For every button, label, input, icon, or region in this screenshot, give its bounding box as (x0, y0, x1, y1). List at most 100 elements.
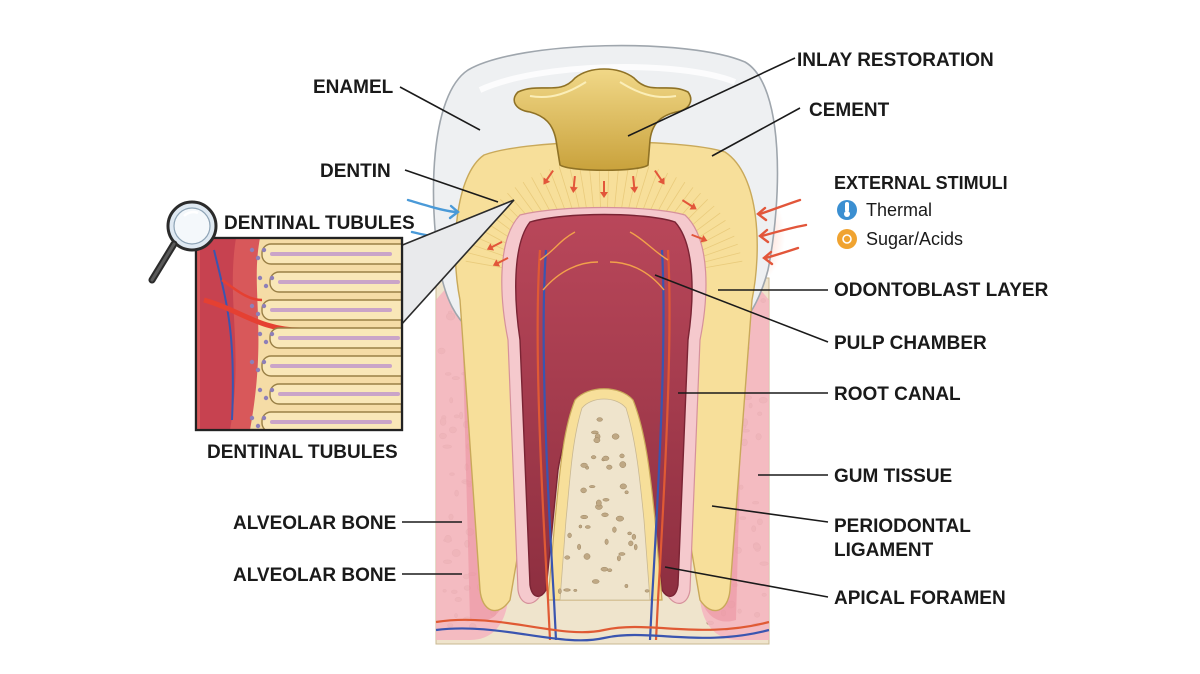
thermometer-icon (837, 200, 857, 220)
cell-dot (257, 331, 263, 337)
stimulus-arrow (543, 170, 554, 185)
bone-pore (591, 579, 600, 584)
magnifying-glass-icon (148, 200, 218, 284)
cell-dot (255, 255, 261, 261)
bone-pore (596, 417, 603, 422)
bone-pore (602, 498, 610, 502)
label-dentinal-tubules-top: DENTINAL TUBULES (224, 213, 415, 234)
bone-pore (644, 589, 650, 593)
cell-dot (249, 303, 255, 309)
cell-dot (255, 423, 261, 429)
root-canal-vessels (435, 231, 770, 642)
cell-dot (263, 283, 269, 289)
bone-pore (590, 455, 597, 460)
bone-pore (612, 526, 617, 533)
cell-dot (249, 415, 255, 421)
label-alveolar-bone-2: ALVEOLAR BONE (233, 565, 396, 586)
label-ligament: LIGAMENT (834, 540, 934, 561)
label-dentin: DENTIN (320, 161, 391, 182)
label-periodontal: PERIODONTAL (834, 516, 971, 537)
bone-pore (563, 588, 571, 592)
label-inlay-restoration: INLAY RESTORATION (797, 50, 994, 71)
stimulus-arrow (630, 175, 639, 193)
bone-pore (627, 531, 632, 536)
bone-pore (619, 483, 627, 490)
bone-pore (595, 499, 602, 507)
stimulus-arrow (569, 175, 578, 193)
label-external-stimuli: EXTERNAL STIMULI (834, 173, 1008, 193)
stimulus-arrow (492, 257, 509, 267)
bone-pore (583, 553, 591, 560)
stimulus-arrow (681, 199, 697, 210)
cell-dot (257, 387, 263, 393)
bone-pore (611, 433, 620, 440)
stimulus-arrow (600, 181, 608, 198)
label-pulp-chamber: PULP CHAMBER (834, 333, 987, 354)
stimulus-arrow (654, 170, 665, 185)
bone-pore (628, 540, 634, 547)
bone-pore (616, 555, 621, 562)
dentin-ray (558, 166, 574, 214)
candy-icon (837, 229, 857, 249)
bone-pore (577, 543, 582, 550)
bone-pore (618, 552, 626, 556)
bone-pore (573, 588, 578, 592)
bone-pore (604, 538, 609, 545)
label-apical-foramen: APICAL FORAMEN (834, 588, 1006, 609)
bone-pore (631, 533, 637, 540)
bone-pore (567, 532, 572, 539)
bone-pore (564, 555, 571, 560)
bone-pore (601, 512, 609, 517)
bone-pore (580, 514, 589, 520)
cell-dot (269, 387, 275, 393)
label-enamel: ENAMEL (313, 77, 394, 98)
cell-dot (255, 311, 261, 317)
cell-dot (249, 359, 255, 365)
bone-pore (591, 430, 599, 435)
stimulus-arrow (486, 241, 503, 251)
cell-dot (249, 247, 255, 253)
cell-dot (263, 395, 269, 401)
dentin-ray (640, 169, 659, 216)
label-odontoblast-layer: ODONTOBLAST LAYER (834, 280, 1049, 301)
stimulus-arrow (691, 233, 708, 243)
bone-pore (602, 455, 610, 461)
label-cement: CEMENT (809, 100, 890, 121)
label-sugar-acids: Sugar/Acids (866, 229, 963, 249)
label-gum-tissue: GUM TISSUE (834, 466, 952, 487)
bone-pore (600, 566, 609, 572)
label-dentinal-tubules-bottom: DENTINAL TUBULES (207, 442, 398, 463)
label-alveolar-bone-1: ALVEOLAR BONE (233, 513, 396, 534)
cell-dot (261, 359, 267, 365)
cell-dot (269, 275, 275, 281)
dentinal-tubules-inset (194, 199, 515, 432)
bone-pore (584, 525, 591, 529)
bone-pore (624, 583, 629, 589)
cell-dot (261, 303, 267, 309)
bone-pore (580, 487, 587, 494)
cell-dot (269, 331, 275, 337)
bone-pore (619, 453, 625, 459)
bone-pore (606, 464, 613, 470)
bone-pore (557, 588, 562, 594)
bone-pore (619, 461, 627, 468)
cell-dot (261, 247, 267, 253)
label-root-canal: ROOT CANAL (834, 384, 961, 405)
label-thermal: Thermal (866, 200, 932, 220)
bone-pore (607, 568, 613, 572)
bone-pore (633, 543, 638, 551)
cell-dot (263, 339, 269, 345)
leader-lines (399, 57, 829, 598)
cell-dot (255, 367, 261, 373)
bone-pore (578, 524, 583, 529)
bone-pore (624, 490, 629, 495)
dentin-ray (634, 166, 650, 214)
bone-pore (593, 437, 601, 444)
external-arrows-right (756, 198, 808, 266)
bone-pore (580, 462, 588, 468)
bone-pore (615, 515, 624, 522)
dentin-ray (549, 169, 568, 216)
bone-pore (589, 485, 596, 489)
